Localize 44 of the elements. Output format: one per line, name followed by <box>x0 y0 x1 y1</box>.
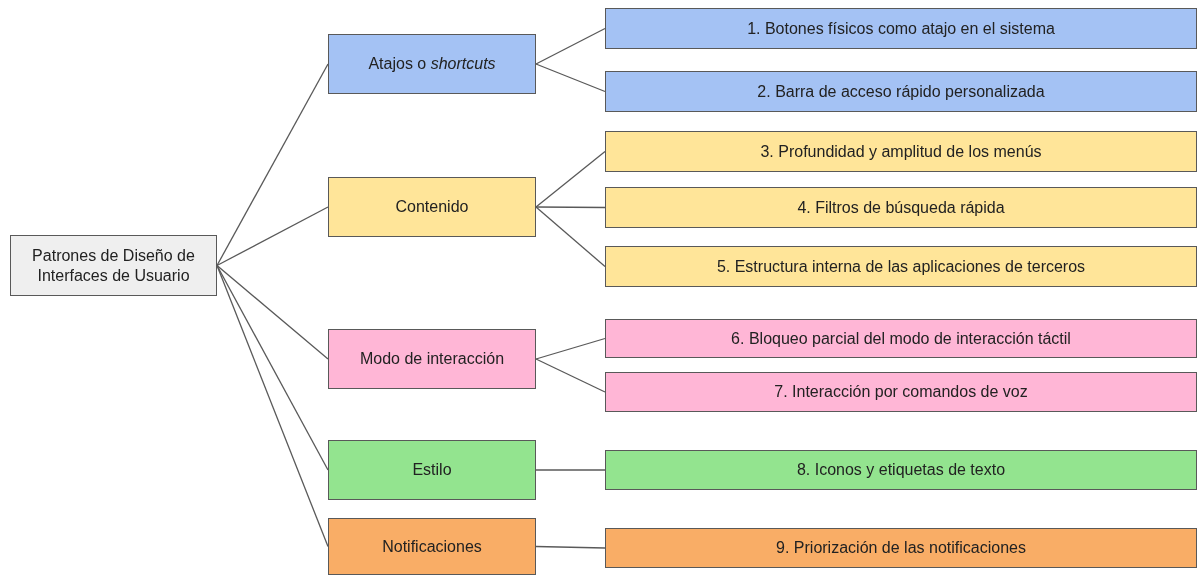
topic-box <box>605 8 1197 49</box>
connector-line <box>535 206 606 209</box>
topic-box <box>10 235 217 296</box>
topic-box <box>328 329 536 389</box>
topic-label: Contenido <box>395 197 469 217</box>
connector-line <box>216 264 329 471</box>
topic-label: 3. Profundidad y amplitud de los menús <box>760 141 1042 162</box>
topic-box <box>605 131 1197 172</box>
topic-box <box>328 440 536 500</box>
topic-label: 6. Bloqueo parcial del modo de interacción táctil <box>731 328 1071 349</box>
topic-label: Patrones de Diseño de Interfaces de Usuario <box>31 245 196 286</box>
topic-box <box>605 319 1197 358</box>
topic-box <box>328 34 536 94</box>
topic-box <box>605 372 1197 412</box>
connector-line <box>535 469 606 471</box>
topic-box <box>605 187 1197 228</box>
topic-box <box>605 528 1197 568</box>
connector-line <box>535 27 606 65</box>
topic-label: 5. Estructura interna de las aplicaciones de terceros <box>716 256 1086 277</box>
topic-box <box>328 177 536 237</box>
connector-line <box>535 545 606 549</box>
topic-label: 1. Botones físicos como atajo en el sistema <box>747 18 1055 39</box>
topic-box <box>328 518 536 575</box>
topic-box <box>605 450 1197 490</box>
topic-label: 4. Filtros de búsqueda rápida <box>797 197 1005 218</box>
topic-box <box>605 71 1197 112</box>
topic-label: Atajos o shortcuts <box>368 54 496 74</box>
connector-line <box>216 63 329 267</box>
connector-line <box>535 206 606 268</box>
connector-line <box>535 63 606 93</box>
connector-line <box>216 206 329 267</box>
connector-line <box>535 358 606 393</box>
topic-label: Estilo <box>412 460 452 480</box>
connector-line <box>535 337 606 360</box>
topic-label: 8. Iconos y etiquetas de texto <box>796 460 1006 480</box>
topic-label: 7. Interacción por comandos de voz <box>774 382 1028 402</box>
connector-line <box>535 150 606 208</box>
topic-label: 9. Priorización de las notificaciones <box>776 538 1026 558</box>
topic-label: Modo de interacción <box>359 349 505 369</box>
topic-box <box>605 246 1197 287</box>
connector-line <box>216 264 329 360</box>
topic-label: 2. Barra de acceso rápido personalizada <box>757 81 1045 102</box>
connector-line <box>216 264 329 548</box>
topic-label: Notificaciones <box>382 536 482 557</box>
